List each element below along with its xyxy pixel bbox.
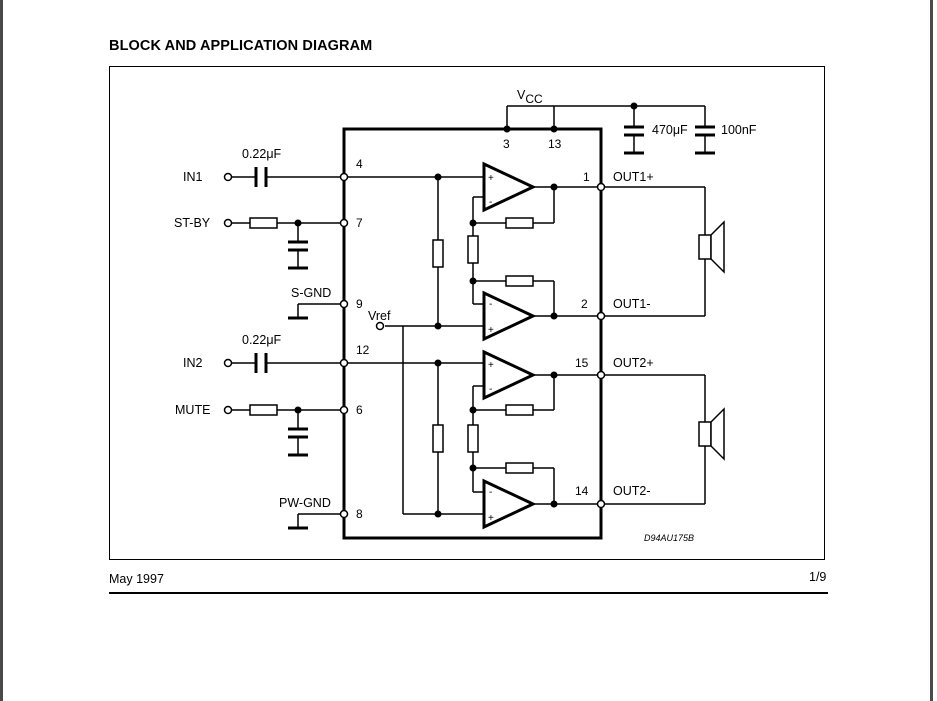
amp-out1-minus-icon (482, 290, 537, 342)
cap-100nf-label: 100nF (721, 123, 757, 137)
in2-cap-label: 0.22μF (242, 333, 282, 347)
in1-label: IN1 (183, 170, 203, 184)
pin-8-label: 8 (356, 507, 363, 521)
in1-cap-label: 0.22μF (242, 147, 282, 161)
pin-2-label: 2 (581, 297, 588, 311)
vcc-label: VCC (517, 88, 543, 106)
pin-circles (223, 172, 606, 519)
out2-minus-label: OUT2- (613, 484, 651, 498)
svg-text:+: + (488, 325, 494, 336)
svg-text:-: - (489, 487, 492, 498)
pin-7-label: 7 (356, 216, 363, 230)
out1-plus-label: OUT1+ (613, 170, 654, 184)
mute-label: MUTE (175, 403, 210, 417)
cap-470uf-label: 470μF (652, 123, 688, 137)
amp-out1-plus-icon (482, 161, 537, 213)
vref-label: Vref (368, 309, 391, 323)
diagram-frame (109, 66, 825, 560)
pin-3-label: 3 (503, 137, 510, 151)
ic-body (342, 127, 603, 540)
pin-12-label: 12 (356, 343, 370, 357)
in2-label: IN2 (183, 356, 203, 370)
pw-gnd-label: PW-GND (279, 496, 331, 510)
pin-15-label: 15 (575, 356, 589, 370)
pin-13-label: 13 (548, 137, 562, 151)
svg-text:+: + (488, 360, 494, 371)
footer-page-number: 1/9 (809, 570, 827, 584)
page-left-edge (0, 0, 3, 701)
op-amp-signs: + - - + + - - + (488, 173, 494, 524)
section-heading: BLOCK AND APPLICATION DIAGRAM (109, 38, 373, 54)
footer-date: May 1997 (109, 572, 164, 586)
pin-1-label: 1 (583, 170, 590, 184)
page-right-edge (930, 0, 933, 701)
pin-4-label: 4 (356, 157, 363, 171)
footer-rule (109, 592, 828, 594)
s-gnd-label: S-GND (291, 286, 331, 300)
out2-plus-label: OUT2+ (613, 356, 654, 370)
svg-text:-: - (489, 299, 492, 310)
speaker-1-icon (698, 234, 712, 260)
drawing-code: D94AU175B (644, 533, 694, 543)
st-by-label: ST-BY (174, 216, 211, 230)
pin-6-label: 6 (356, 403, 363, 417)
svg-text:+: + (488, 173, 494, 184)
junction-dots (294, 102, 638, 518)
speakers (698, 220, 725, 461)
pin-14-label: 14 (575, 484, 589, 498)
amp-out2-minus-icon (482, 478, 537, 530)
svg-text:-: - (489, 384, 492, 395)
speaker-2-icon (698, 421, 712, 447)
svg-text:-: - (489, 197, 492, 208)
pin-9-label: 9 (356, 297, 363, 311)
amp-out2-plus-icon (482, 349, 537, 401)
wiring (232, 105, 715, 540)
svg-text:+: + (488, 513, 494, 524)
out1-minus-label: OUT1- (613, 297, 651, 311)
op-amps (482, 161, 537, 530)
